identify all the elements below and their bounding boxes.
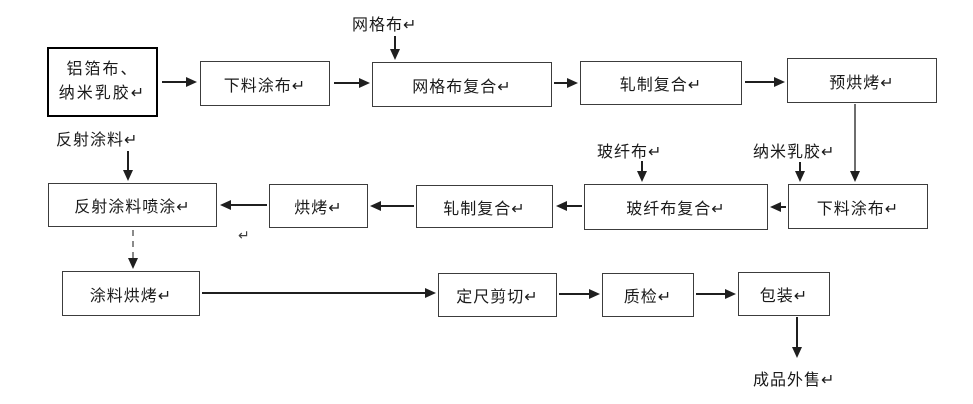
arrow-blanking-to-mesh-line <box>334 82 359 84</box>
arrow-coatingbaking-to-cut-line <box>202 292 425 294</box>
arrow-meshcloth-down-line <box>394 36 396 49</box>
flow-box-blanking-coating-top: 下料涂布↵ <box>200 61 330 106</box>
arrow-spraying-to-coatingbaking-line <box>132 230 134 258</box>
arrow-fiberglasscloth-down-line <box>641 161 643 171</box>
arrow-rolling-to-prebaking-head <box>774 77 785 87</box>
box-label: 质检↵ <box>623 289 673 306</box>
arrow-cut-to-quality-line <box>559 293 589 295</box>
label-mesh-cloth: 网格布↵ <box>352 17 418 34</box>
arrow-spraying-to-coatingbaking-head <box>128 258 138 269</box>
arrow-rolling-to-prebaking-line <box>745 81 774 83</box>
flow-box-pre-baking: 预烘烤↵ <box>787 58 937 103</box>
arrow-prebaking-down-line <box>854 104 856 171</box>
arrow-cut-to-quality-head <box>589 289 600 299</box>
arrow-source-to-blanking-head <box>186 77 197 87</box>
box-label: 玻纤布复合↵ <box>626 201 726 218</box>
arrow-baking-to-spraying-head <box>220 200 231 210</box>
arrow-quality-to-packaging-line <box>696 293 725 295</box>
stray-paragraph-mark: ↵ <box>238 227 250 243</box>
flow-box-quality-check: 质检↵ <box>602 273 694 317</box>
box-label: 反射涂料喷涂↵ <box>74 199 191 216</box>
box-label: 定尺剪切↵ <box>456 289 539 306</box>
flow-box-reflective-spraying: 反射涂料喷涂↵ <box>48 183 217 227</box>
label-reflective-coating: 反射涂料↵ <box>56 132 139 149</box>
source-box-line1: 铝箔布、 <box>66 61 139 78</box>
label-nano-latex: 纳米乳胶↵ <box>753 144 836 161</box>
box-label: 轧制复合↵ <box>619 77 703 94</box>
box-label: 预烘烤↵ <box>829 74 895 92</box>
box-label: 涂料烘烤↵ <box>89 287 173 305</box>
arrow-source-to-blanking-line <box>162 81 186 83</box>
arrow-quality-to-packaging-head <box>725 289 736 299</box>
arrow-rolling-to-baking-line <box>381 205 414 207</box>
flow-box-baking: 烘烤↵ <box>269 184 368 228</box>
flow-box-source-materials: 铝箔布、 纳米乳胶↵ <box>47 47 158 117</box>
box-label: 烘烤↵ <box>294 200 343 217</box>
arrow-nanolatex-down-line <box>799 162 801 171</box>
box-label: 下料涂布↵ <box>816 200 900 218</box>
arrow-fiberglass-to-rolling-line <box>567 205 582 207</box>
arrow-rolling-to-baking-head <box>370 201 381 211</box>
arrow-packaging-to-finished-head <box>792 347 802 358</box>
label-finished-product: 成品外售↵ <box>753 372 836 389</box>
arrow-reflectivecoating-down-line <box>127 151 129 170</box>
arrow-meshcloth-down-head <box>390 49 400 60</box>
arrow-blanking-to-mesh-head <box>359 78 370 88</box>
label-fiberglass-cloth: 玻纤布↵ <box>597 144 663 161</box>
arrow-blanking-to-fiberglass-line <box>781 206 786 208</box>
flow-box-blanking-coating-mid: 下料涂布↵ <box>788 184 928 229</box>
arrow-fiberglass-to-rolling-head <box>556 201 567 211</box>
arrow-fiberglasscloth-down-head <box>637 171 647 182</box>
box-label: 网格布复合↵ <box>412 78 512 96</box>
flow-box-rolling-composite-mid: 轧制复合↵ <box>416 185 553 228</box>
arrow-coatingbaking-to-cut-head <box>425 288 436 298</box>
flow-box-mesh-composite: 网格布复合↵ <box>372 62 552 107</box>
arrow-blanking-to-fiberglass-head <box>770 202 781 212</box>
arrow-mesh-to-rolling-head <box>567 78 578 88</box>
arrow-reflectivecoating-down-head <box>123 170 133 181</box>
box-label: 轧制复合↵ <box>443 200 526 218</box>
arrow-baking-to-spraying-line <box>231 204 267 206</box>
box-label: 下料涂布↵ <box>223 77 307 95</box>
flow-box-coating-baking: 涂料烘烤↵ <box>62 271 200 316</box>
arrow-mesh-to-rolling-line <box>554 82 567 84</box>
arrow-nanolatex-down-head <box>795 171 805 182</box>
flow-box-fiberglass-composite: 玻纤布复合↵ <box>584 184 768 230</box>
flow-box-packaging: 包装↵ <box>738 272 830 316</box>
box-label: 包装↵ <box>759 288 809 305</box>
flow-box-cut-to-length: 定尺剪切↵ <box>438 273 557 317</box>
flow-box-rolling-composite-top: 轧制复合↵ <box>580 61 742 105</box>
source-box-line2: 纳米乳胶↵ <box>58 85 147 102</box>
arrow-prebaking-down-head <box>850 171 860 182</box>
arrow-packaging-to-finished-line <box>796 317 798 347</box>
